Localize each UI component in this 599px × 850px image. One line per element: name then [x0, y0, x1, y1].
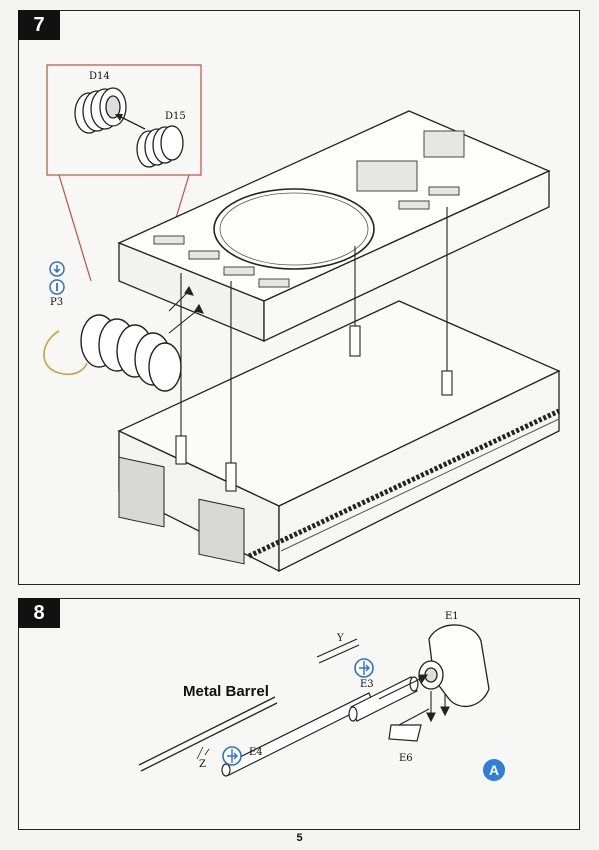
exhaust-arrows — [168, 285, 205, 334]
rear-exhaust-drawing — [80, 314, 182, 392]
part-e1-mantlet — [418, 624, 490, 708]
step-7-panel: 7 — [18, 10, 580, 585]
sequence-marker-a: A — [483, 759, 505, 781]
step-8-panel: 8 — [18, 598, 580, 830]
metal-barrel-label: Metal Barrel — [183, 683, 269, 700]
part-label-e4: E4 — [249, 747, 263, 758]
part-p3-wire — [43, 330, 88, 376]
locating-guide-lines — [180, 207, 448, 463]
part-label-d15: D15 — [165, 111, 186, 122]
part-e4-barrel — [221, 692, 374, 777]
part-d14-drawing — [74, 87, 127, 134]
part-label-e1: E1 — [445, 611, 459, 622]
part-e6-bracket — [388, 708, 430, 742]
engine-deck-grilles — [153, 130, 465, 288]
glue-symbol-icon — [222, 746, 242, 766]
part-label-e6: E6 — [399, 753, 413, 764]
metal-barrel — [138, 696, 278, 772]
sequence-marker-label: A — [488, 762, 500, 778]
step-number-badge: 8 — [18, 598, 60, 628]
d15-to-d14-arrow — [116, 114, 146, 130]
page-number: 5 — [296, 832, 303, 844]
locating-posts — [175, 325, 453, 492]
glue-symbol-icon — [49, 261, 65, 295]
assembly-arrows — [378, 674, 450, 723]
track-links — [118, 456, 245, 565]
step-number-badge: 7 — [18, 10, 60, 40]
track-edge — [247, 408, 561, 559]
part-label-y: Y — [337, 633, 344, 644]
part-label-z: Z — [199, 759, 206, 770]
part-y-rod — [316, 638, 360, 664]
step-7-hull-assembly-drawing — [43, 64, 561, 573]
glue-symbol-icon — [354, 658, 374, 678]
part-label-e3: E3 — [360, 679, 374, 690]
part-label-d14: D14 — [89, 71, 110, 82]
turret-ring — [213, 188, 375, 270]
part-label-p3: P3 — [50, 297, 64, 308]
step-8-gun-barrel-drawing — [138, 624, 490, 777]
part-d15-drawing — [136, 125, 184, 168]
